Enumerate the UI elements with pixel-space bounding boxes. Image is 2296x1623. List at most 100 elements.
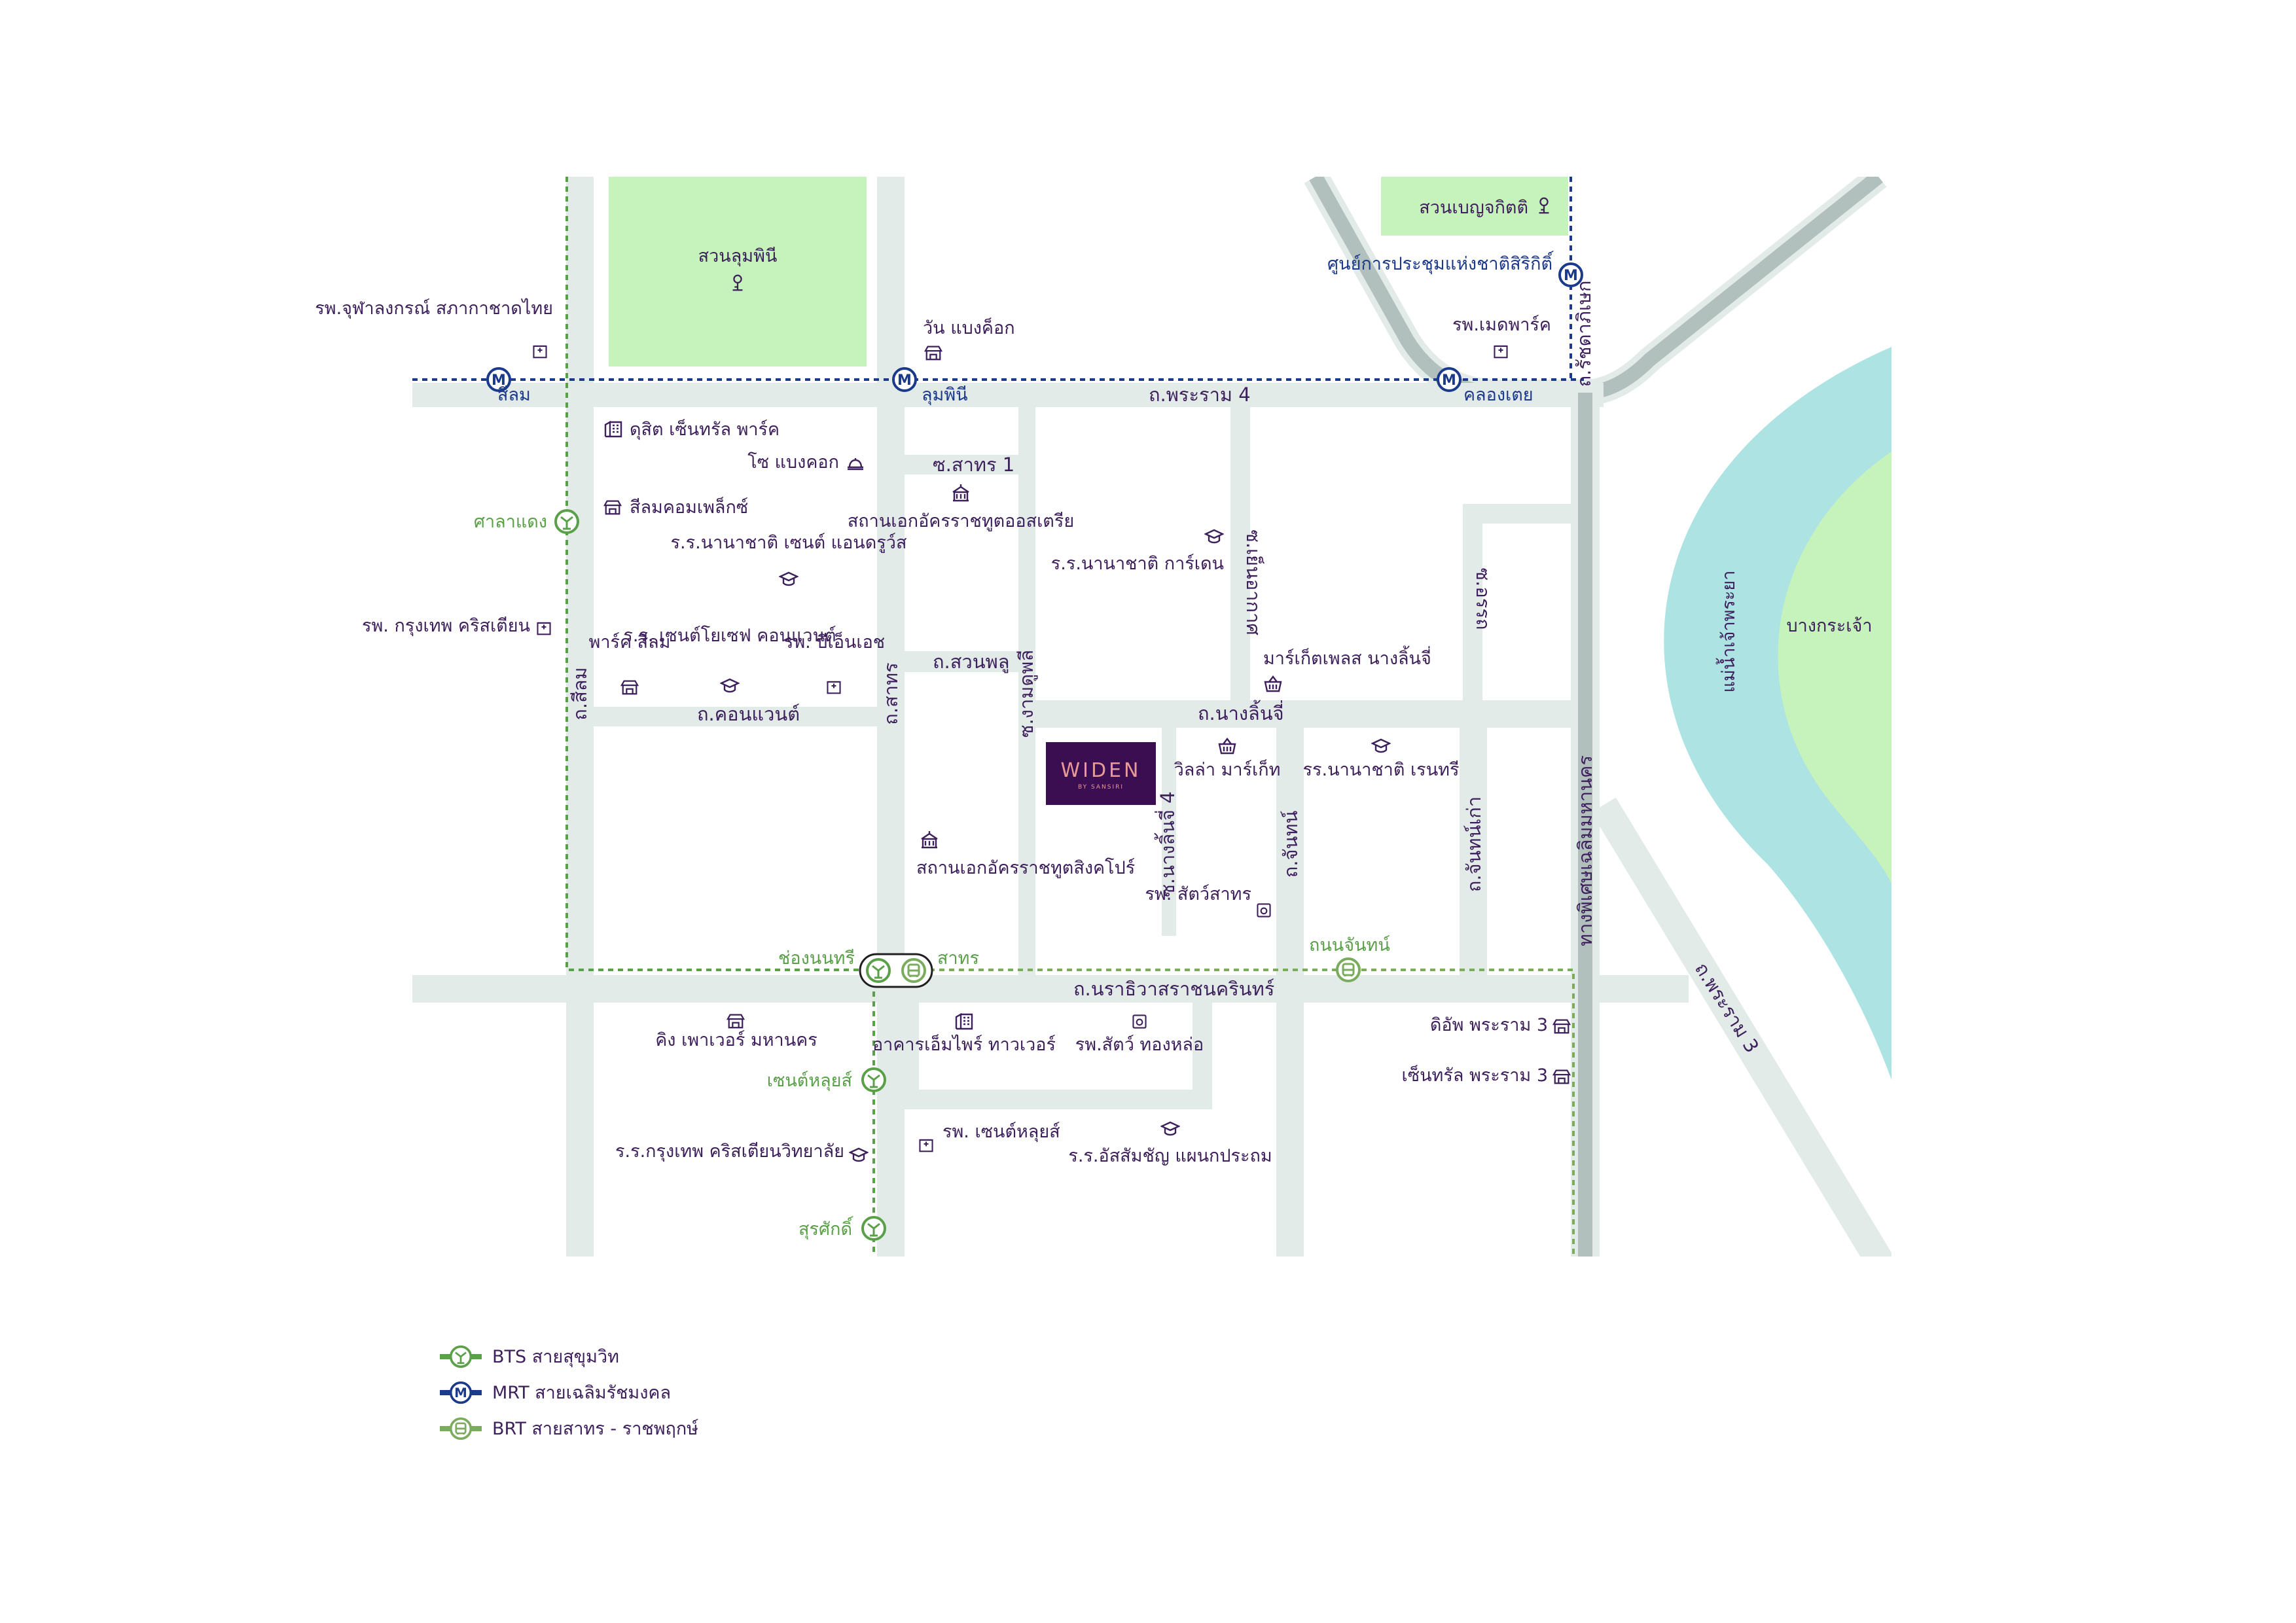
bts-line [565,177,880,1257]
road-label-suanphlu: ถ.สวนพลู [933,651,1009,673]
brt-label-thanonchan: ถนนจันทน์ [1309,935,1390,955]
place-bcc: ร.ร.กรุงเทพ คริสเตียนวิทยาลัย [615,1141,869,1162]
mall-icon [620,680,639,695]
road-rama3 [1591,797,1892,1257]
river-label: แม่น้ำเจ้าพระยา [1715,571,1739,693]
place-label: ดิอัพ พระราม 3 [1430,1015,1548,1035]
legend-item-mrt: MRT สายเฉลิมรัชมงคล [440,1381,671,1404]
road-label-yen-akat: ซ.เย็นอากาศ [1242,529,1265,635]
legend-item-brt: BRT สายสาทร - ราชพฤกษ์ [440,1417,699,1440]
park-label-benjakitti: สวนเบญจกิตติ [1419,198,1528,218]
road-label-silom: ถ.สีลม [569,667,591,720]
place-silom-complex: สีลมคอมเพล็กซ์ [603,495,748,518]
bts-station-surasak-icon [861,1216,886,1241]
hospital-icon [827,681,841,694]
brt-label-sathorn: สาทร [937,948,979,969]
mrt-station-lumphini-icon [892,367,917,392]
place-thonglor-pet-hospital: รพ.สัตว์ ทองหล่อ [1075,1014,1204,1055]
place-label: รพ. สัตว์สาทร [1145,883,1251,904]
bts-station-saintlouis-icon [861,1067,886,1092]
bts-label-saladaeng: ศาลาแดง [474,512,547,532]
bts-label-surasak: สุรศักดิ์ [798,1216,854,1240]
place-regent-school: รร.นานาชาติ เรนทรี [1303,738,1460,780]
place-label: ดุสิต เซ็นทรัล พาร์ค [630,418,780,440]
legend-label: BTS สายสุขุมวิท [492,1347,619,1368]
building-icon [604,421,622,438]
place-label: รร.นานาชาติ เรนทรี [1303,760,1460,780]
bts-label-saintlouis: เซนต์หลุยส์ [767,1070,852,1092]
school-icon [849,1147,869,1162]
place-label: ร.ร.อัสสัมชัญ แผนกประถม [1068,1146,1272,1166]
basket-icon [1264,675,1282,692]
place-st-joseph: ร.ร. เซนต์โยเซฟ คอนแวนต์ [623,625,836,693]
place-label: คิง เพาเวอร์ มหานคร [655,1029,817,1050]
place-label: ร.ร. เซนต์โยเซฟ คอนแวนต์ [623,625,836,646]
road-label-narathiwas: ถ.นราธิวาสราชนครินทร์ [1073,978,1274,1000]
place-label: พาร์ค สีลม [589,632,671,652]
place-chula-hospital: รพ.จุฬาลงกรณ์ สภากาชาดไทย [315,298,553,359]
road-label-chan: ถ.จันทน์ [1280,810,1302,878]
mrt-label-qsncc: ศูนย์การประชุมแห่งชาติสิริกิติ์ [1327,251,1554,275]
place-label: เซ็นทรัล พระราม 3 [1402,1063,1548,1086]
vet-icon [1257,903,1271,918]
road-label-chan-kao: ถ.จันทน์เก่า [1463,796,1485,892]
place-label: สีลมคอมเพล็กซ์ [630,495,748,518]
place-austria-embassy: สถานเอกอัครราชทูตออสเตรีย [848,483,1074,531]
mrt-label-khlongtoei: คลองเตย [1463,385,1534,405]
mall-icon [924,346,942,361]
brt-station-sathorn-icon [901,958,926,983]
park-label-bangkrachao: บางกระเจ้า [1786,616,1872,636]
place-label: รพ.เมดพาร์ค [1452,314,1551,335]
school-icon [779,571,798,586]
place-label: ร.ร.นานาชาติ เซนต์ แอนดรูว์ส [671,532,907,553]
mall-icon [726,1014,745,1029]
place-medpark: รพ.เมดพาร์ค [1452,314,1551,359]
place-market-place: มาร์เก็ตเพลส นางลิ้นจี่ [1263,645,1431,692]
hospital-icon [533,345,547,359]
road-label-soi-onrut: ซ.อรรถ [1472,567,1494,630]
place-label: โซ แบงคอก [747,452,839,473]
place-label: ร.ร.นานาชาติ การ์เดน [1051,553,1224,574]
vet-icon [1132,1014,1147,1029]
legend-label: BRT สายสาทร - ราชพฤกษ์ [492,1418,699,1439]
bang-krachao-park [1778,452,1892,883]
place-st-louis-hospital: รพ. เซนต์หลุยส์ [919,1121,1060,1152]
widen-logo-box [1046,742,1156,805]
place-label: สถานเอกอัครราชทูตสิงคโปร์ [916,857,1135,878]
bts-icon [449,1345,473,1368]
place-king-power: คิง เพาเวอร์ มหานคร [655,1014,817,1050]
bts-station-chongnonsi-icon [866,958,891,983]
park-label-lumpini: สวนลุมพินี [698,246,778,267]
mall-icon [603,500,622,515]
hotel-icon [846,457,865,471]
school-icon [1371,738,1391,753]
embassy-icon [952,483,970,502]
place-label: สถานเอกอัครราชทูตออสเตรีย [848,511,1074,531]
place-sathorn-animal-hospital: รพ. สัตว์สาทร [1145,883,1271,918]
mall-icon [1552,1069,1571,1084]
building-icon [955,1013,973,1030]
place-label: รพ. บีเอ็นเอช [784,630,885,652]
road-label-convent: ถ.คอนแวนต์ [697,703,800,725]
legend-item-bts: BTS สายสุขุมวิท [440,1345,619,1368]
mrt-station-khlongtoei-icon [1437,367,1462,392]
legend: BTS สายสุขุมวิท MRT สายเฉลิมรัชมงคล BRT … [440,1345,699,1440]
place-central-rama3: เซ็นทรัล พระราม 3 [1402,1063,1571,1086]
mrt-label-qsncc-text: ศูนย์การประชุมแห่งชาติสิริกิติ์ [1327,251,1554,275]
school-icon [1160,1121,1180,1136]
road-label-nanglinchi: ถ.นางลิ้นจี่ [1198,700,1284,724]
place-so-bangkok: โซ แบงคอก [747,452,865,473]
place-singapore-embassy: สถานเอกอัครราชทูตสิงคโปร์ [916,830,1135,878]
widen-project-marker[interactable]: WIDEN BY SANSIRI [1046,742,1156,805]
place-garden-school: ร.ร.นานาชาติ การ์เดน [1051,529,1224,574]
place-bnh: รพ. บีเอ็นเอช [784,630,885,694]
road-label-rama4: ถ.พระราม 4 [1149,383,1251,406]
road-label-rama3: ถ.พระราม 3 [1691,959,1763,1057]
place-the-mall-rama3: ดิอัพ พระราม 3 [1430,1015,1571,1035]
place-label: วัน แบงค็อก [923,316,1015,338]
hospital-icon [537,622,551,635]
mrt-label-silom: สีลม [497,385,531,405]
place-empire-tower: อาคารเอ็มไพร์ ทาวเวอร์ [872,1013,1056,1055]
place-st-andrews: ร.ร.นานาชาติ เซนต์ แอนดรูว์ส [671,532,907,586]
place-label: รพ. เซนต์หลุยส์ [942,1121,1060,1143]
